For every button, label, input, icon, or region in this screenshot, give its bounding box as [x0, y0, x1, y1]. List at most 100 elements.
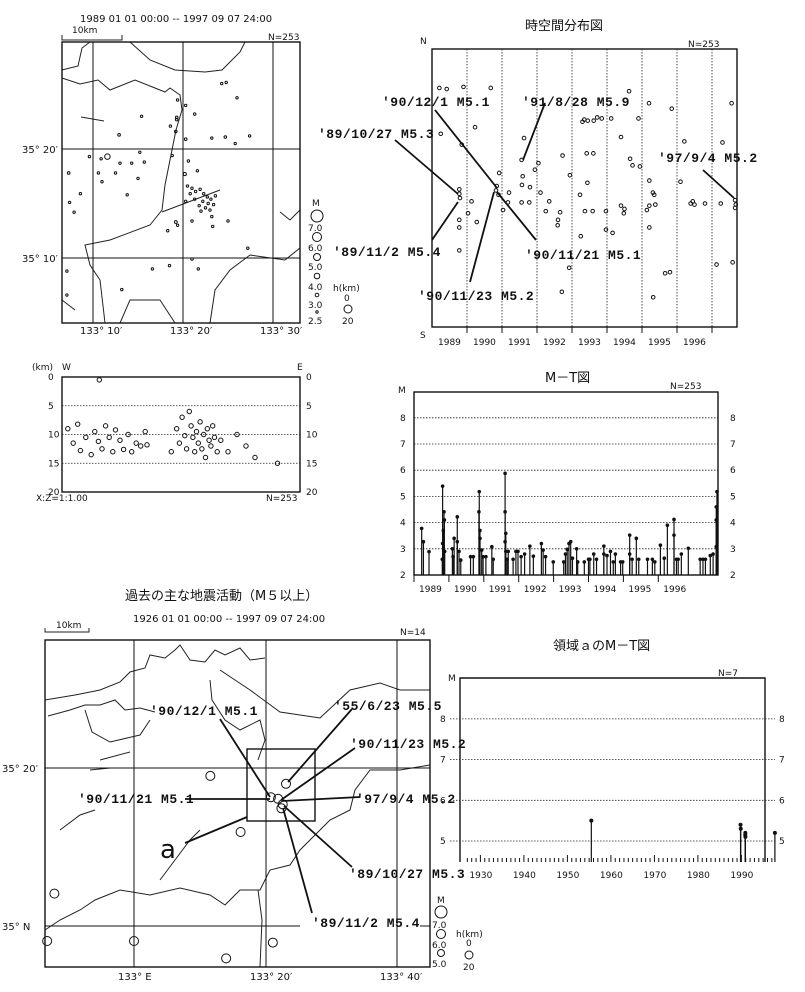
magnitude-point [479, 548, 484, 552]
hypocenter-point [96, 377, 103, 383]
event-point [457, 225, 462, 230]
depth-tick-label: 5 [48, 402, 54, 412]
epicenter-point [170, 153, 174, 158]
event-point [461, 84, 466, 90]
section-count: N=253 [266, 494, 297, 504]
north-label: N [420, 37, 427, 47]
epicenter-point [175, 223, 180, 228]
annotation: '91/8/28 M5.9 [522, 95, 630, 110]
m-tick-label: 3 [730, 545, 736, 555]
magnitude-point [589, 818, 594, 823]
magnitude-point [478, 528, 482, 533]
event-point [730, 260, 735, 265]
hypocenter-point [83, 434, 89, 441]
legend-m-label: 7.0 [308, 224, 323, 234]
epicenter-point [104, 153, 111, 160]
m-tick-label: 7 [400, 440, 406, 450]
m-tick-label: 7 [440, 756, 446, 766]
epicenter-point [66, 171, 71, 175]
hypocenter-point [274, 460, 281, 466]
epicenter-point [142, 160, 147, 164]
epicenter-point [213, 194, 218, 198]
magnitude-point [627, 552, 632, 556]
event-point [567, 172, 573, 178]
magnitude-point [452, 536, 456, 541]
hypocenter-point [183, 446, 190, 452]
hypocenter-point [125, 431, 131, 438]
hypocenter-point [133, 440, 139, 446]
legend-circle [343, 304, 353, 314]
magnitude-point [714, 518, 719, 522]
epicenter-point [206, 201, 210, 206]
magnitude-point [568, 539, 573, 544]
event-point [585, 118, 591, 123]
scale-bar [61, 35, 123, 41]
event-point [733, 202, 739, 207]
map2-count: N=14 [400, 628, 426, 638]
magnitude-point [665, 523, 670, 528]
magnitude-point [591, 552, 596, 556]
event-point [519, 200, 524, 205]
event-point [718, 201, 724, 206]
magnitude-point [620, 560, 625, 564]
event-point [500, 207, 506, 213]
epicenter-point [205, 770, 216, 781]
epicenter-point [167, 263, 172, 268]
magnitude-point [605, 553, 609, 558]
hypocenter-point [204, 426, 211, 432]
epicenter-point [221, 953, 232, 964]
hypocenter-point [202, 454, 209, 461]
year-label: 1994 [613, 338, 636, 348]
epicenter-point [265, 792, 276, 803]
annotation: '90/12/1 M5.1 [150, 704, 258, 719]
event-point [496, 170, 502, 176]
epicenter-point [208, 208, 212, 212]
hypocenter-point [102, 423, 109, 429]
year-label: 1930 [469, 871, 492, 881]
magnitude-point [503, 471, 507, 476]
event-point [646, 100, 652, 106]
spacetime-count: N=253 [688, 40, 719, 50]
hypocenter-point [199, 446, 205, 452]
event-point [608, 116, 614, 121]
map1-events [65, 80, 252, 297]
event-point [469, 199, 474, 204]
mt-a-frame [459, 677, 766, 862]
event-point [603, 208, 609, 214]
magnitude-point [491, 557, 496, 562]
magnitude-point [636, 557, 641, 562]
map2-lon-label: 133° 20′ [250, 972, 293, 983]
magnitude-point [503, 510, 507, 514]
hypocenter-point [206, 437, 212, 443]
map2-annotations: '90/12/1 M5.1 '55/6/23 M5.5 '90/11/23 M5… [78, 699, 466, 931]
m-tick-label: 6 [779, 796, 785, 806]
hypocenter-point [179, 414, 185, 420]
m-tick-label: 8 [730, 414, 736, 424]
event-point [678, 179, 683, 184]
magnitude-point [738, 822, 743, 827]
magnitude-point [574, 547, 579, 551]
magnitude-point [543, 554, 548, 559]
hypocenter-point [197, 419, 203, 425]
event-point [555, 217, 561, 223]
hypocenter-point [214, 449, 220, 455]
magnitude-point [676, 557, 680, 562]
magnitude-point [427, 549, 431, 554]
m-tick-label: 5 [440, 837, 446, 847]
event-point [506, 190, 512, 195]
year-label: 1950 [556, 871, 579, 881]
year-label: 1994 [594, 585, 617, 595]
epicenter-point [129, 936, 139, 947]
event-point [662, 270, 668, 276]
epicenter-point [78, 191, 83, 196]
hypocenter-point [195, 440, 202, 446]
event-point [692, 202, 697, 207]
magnitude-point [516, 549, 520, 554]
event-point [527, 200, 532, 205]
depth-tick-label: 15 [48, 459, 59, 469]
magnitude-point [440, 557, 445, 562]
legend-m-label: 5.0 [308, 263, 323, 273]
epicenter-point [205, 195, 210, 199]
mt-events [419, 471, 719, 575]
epicenter-point [174, 115, 179, 120]
